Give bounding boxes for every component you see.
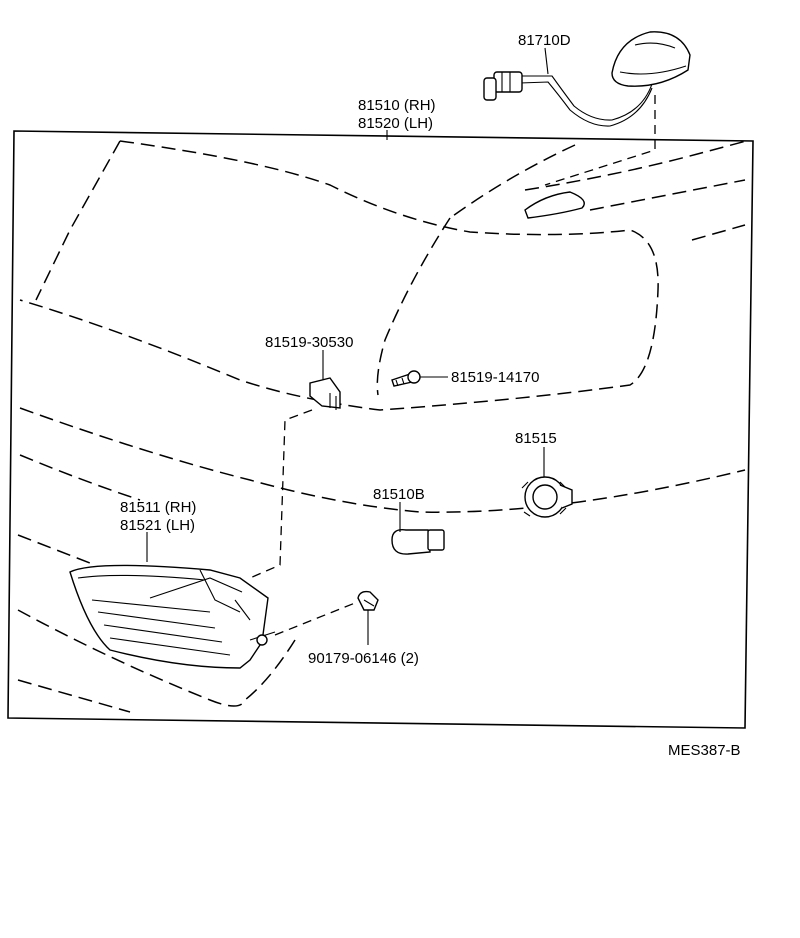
diagram-code: MES387-B <box>668 742 741 759</box>
antenna-assembly <box>483 31 691 127</box>
car-body-outline <box>17 139 751 713</box>
label-lamp-rh: 81510 (RH) <box>358 97 436 114</box>
label-lens-rh: 81511 (RH) <box>120 499 196 516</box>
diagram-frame <box>7 130 754 729</box>
socket-part <box>521 476 573 518</box>
connection-leaders <box>249 95 656 636</box>
label-lamp-lh: 81520 (LH) <box>358 115 433 132</box>
label-bracket: 81519-30530 <box>265 334 353 351</box>
label-socket: 81515 <box>515 430 557 447</box>
label-leaders <box>146 47 549 645</box>
bulb-part <box>391 529 445 555</box>
label-screw: 81519-14170 <box>451 369 539 386</box>
bracket-part <box>309 377 341 410</box>
clip-part <box>357 590 379 611</box>
label-antenna: 81710D <box>518 32 571 49</box>
label-lens-lh: 81521 (LH) <box>120 517 195 534</box>
screw-part <box>391 370 421 387</box>
label-clip: 90179-06146 (2) <box>308 650 419 667</box>
hood-marker-lens <box>524 191 585 219</box>
label-bulb: 81510B <box>373 486 425 503</box>
lamp-housing <box>69 564 276 669</box>
